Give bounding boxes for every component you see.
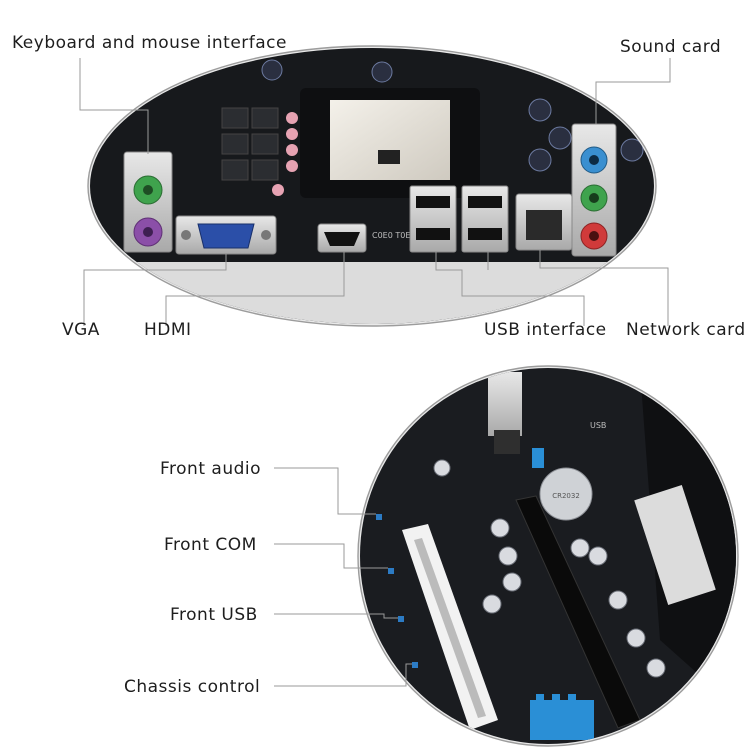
internal-headers-closeup: CR2032 [357,365,739,747]
front-panel-headers [376,514,418,668]
cpu-socket [300,88,480,198]
front-usb-label: Front USB [170,605,258,625]
capacitors [261,59,644,172]
usb-interface-label: USB interface [484,320,607,340]
cmos-battery: CR2032 [539,467,593,521]
front-audio-label: Front audio [160,459,262,479]
bottom-leader-lines [274,467,412,687]
rear-io-closeup: C0E0 T0E0 [87,45,657,327]
chassis-control-label: Chassis control [124,677,261,697]
capacitors-bottom [433,459,666,678]
vrm-chokes [221,107,298,196]
audio-jacks [571,123,617,257]
vga-label: VGA [62,320,100,340]
usb-board-marking: USB [590,421,606,430]
front-com-label: Front COM [164,535,257,555]
network-port [515,193,573,251]
chipset-heatsink [530,694,594,740]
ps2-port-stack [123,151,173,253]
usb-ports [409,185,509,253]
keyboard-mouse-label: Keyboard and mouse interface [12,33,287,53]
top-leader-lines [79,58,671,326]
hdmi-port [317,223,367,253]
sound-card-label: Sound card [620,37,722,57]
hdmi-label: HDMI [144,320,192,340]
battery-marking: CR2032 [552,492,580,500]
pci-slot-white [402,524,498,730]
network-card-label: Network card [626,320,746,340]
board-marking: C0E0 T0E0 [372,231,415,240]
vga-port [175,215,277,255]
